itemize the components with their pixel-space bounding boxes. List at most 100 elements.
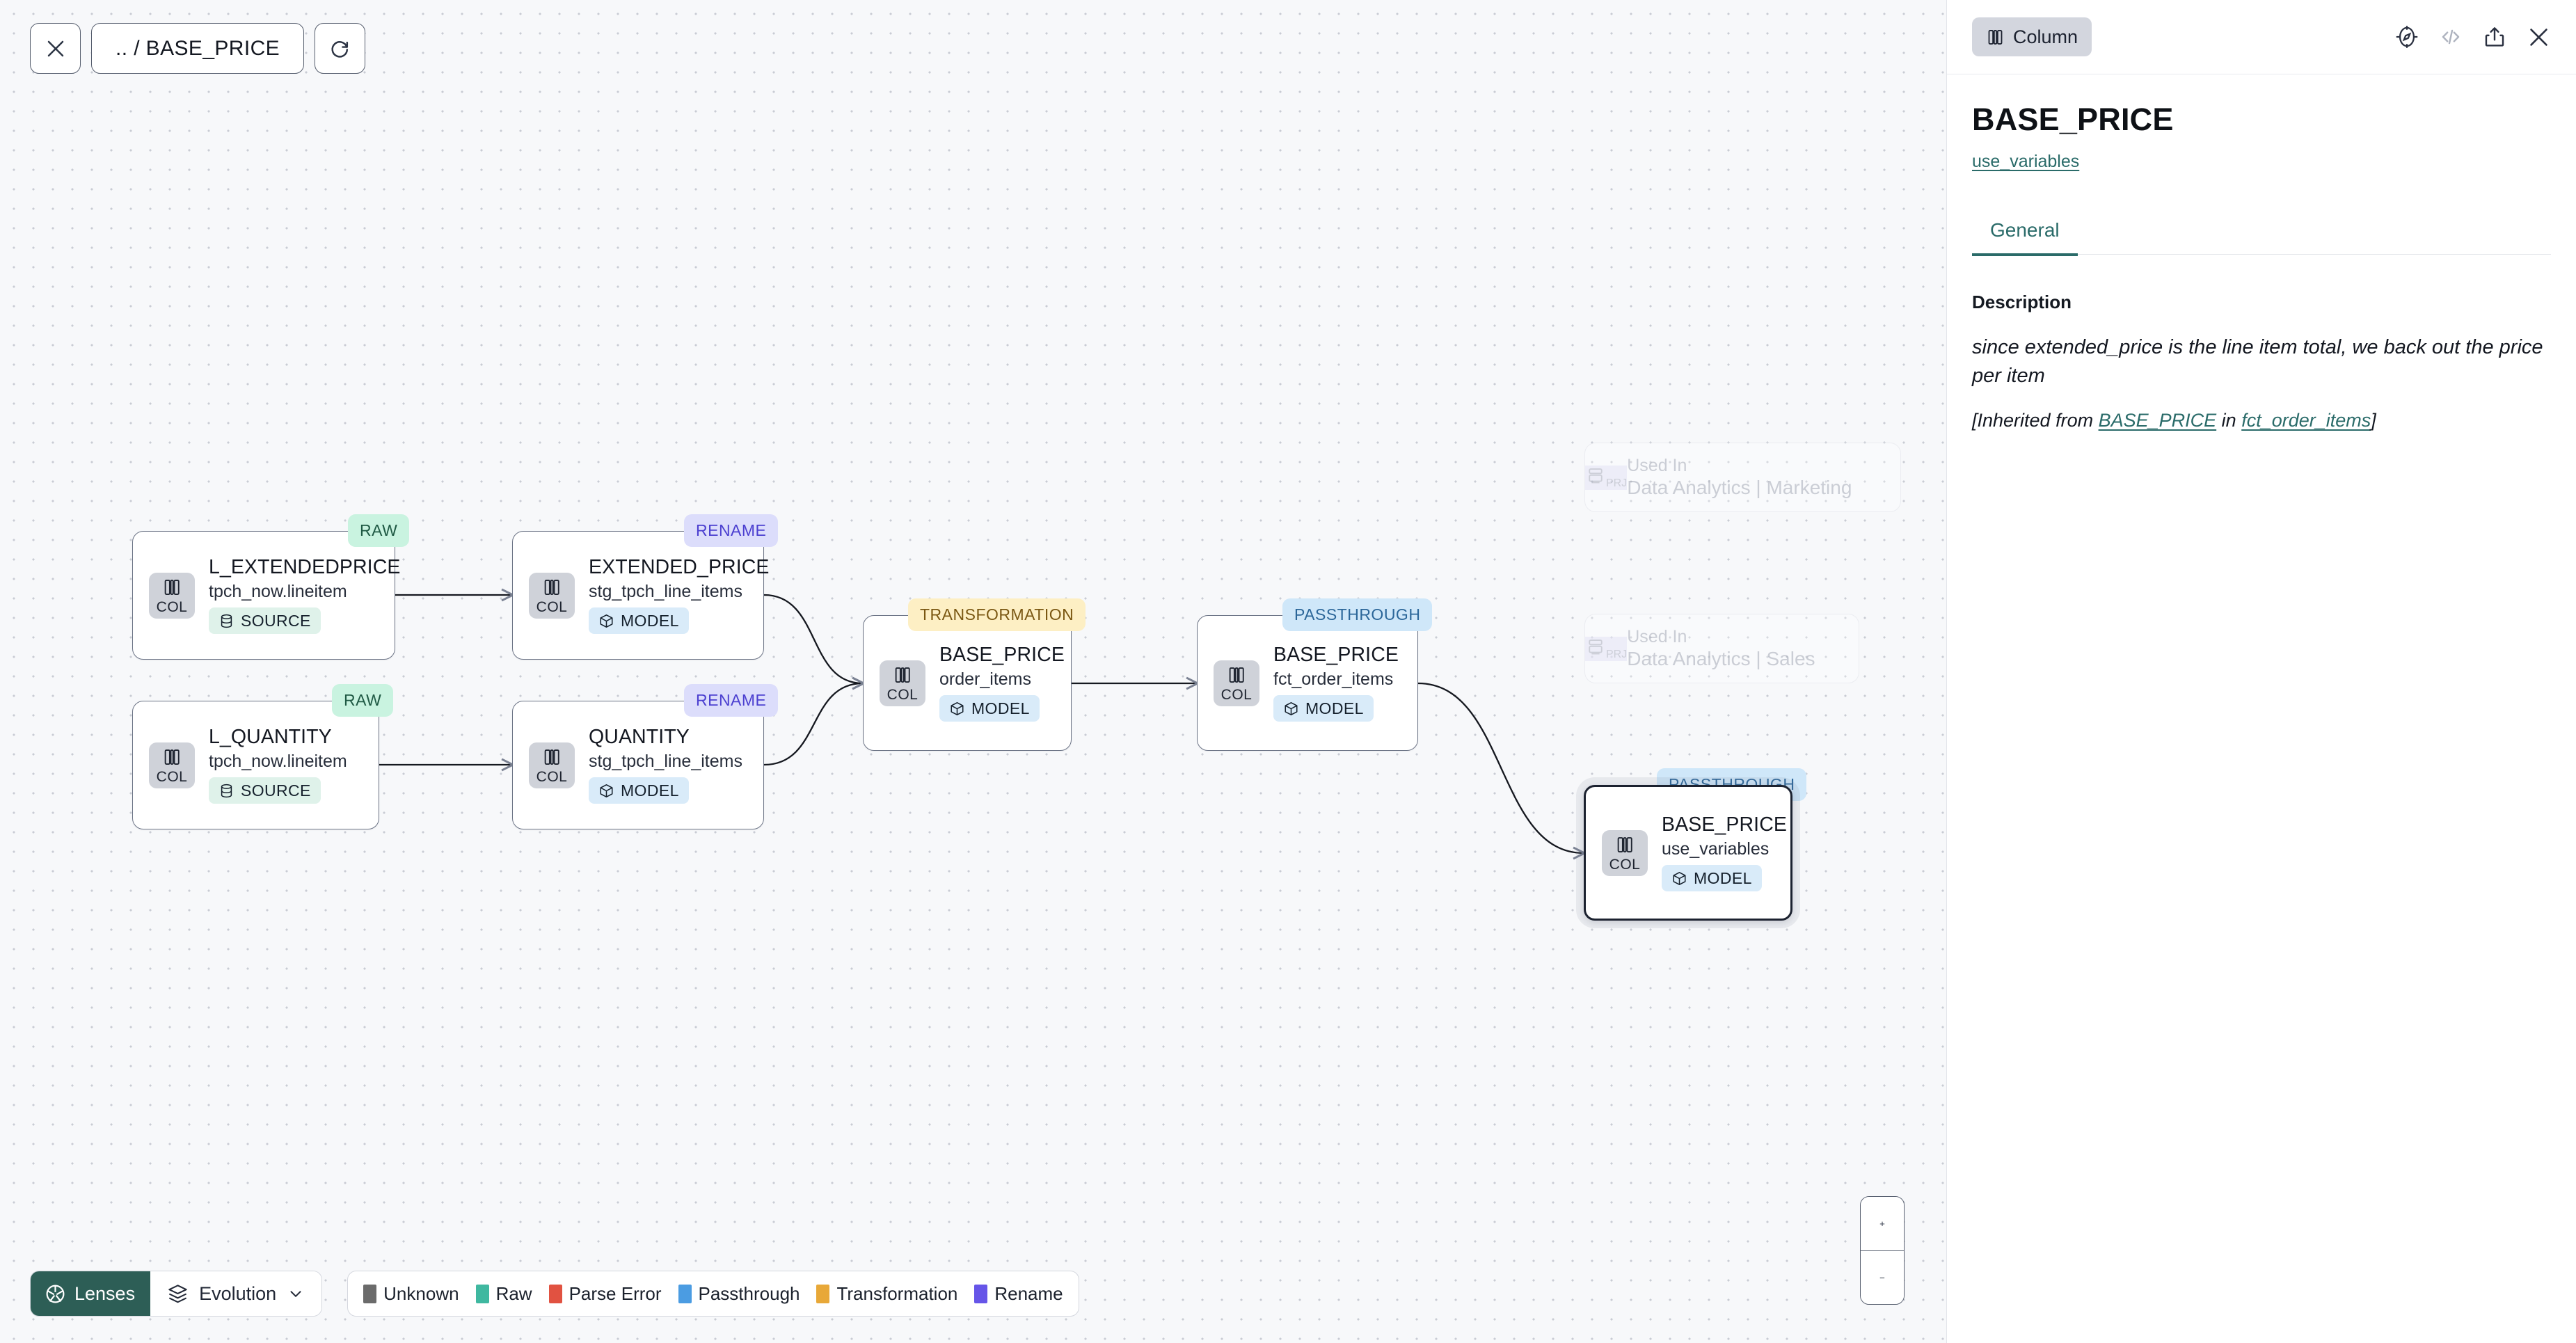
legend-item[interactable]: Parse Error — [548, 1282, 662, 1305]
inherited-prefix: [Inherited from — [1972, 410, 2099, 431]
node-lineage-tag: RAW — [348, 514, 410, 547]
entity-kind-label: COL — [156, 598, 188, 615]
entity-kind-badge: COL — [149, 742, 195, 788]
close-panel-button[interactable] — [2527, 25, 2551, 49]
legend-label: Rename — [994, 1282, 1063, 1304]
entity-kind-label: PRJ — [1606, 648, 1628, 660]
entity-kind-badge: COL — [1602, 829, 1648, 876]
inherited-model-link[interactable]: fct_order_items — [2241, 410, 2371, 431]
column-icon — [1617, 836, 1632, 852]
project-stack-icon — [1589, 468, 1603, 483]
edge — [1417, 682, 1584, 853]
node-lineage-tag: RAW — [332, 684, 394, 717]
used-in-project: Data Analytics | Sales — [1627, 648, 1815, 670]
column-icon — [544, 579, 559, 595]
entity-kind-label: COL — [536, 598, 568, 615]
legend-item[interactable]: Rename — [974, 1283, 1063, 1305]
tab-general[interactable]: General — [1972, 219, 2078, 256]
details-panel-body: BASE_PRICE use_variables General Descrip… — [1947, 74, 2576, 431]
node-table-name: tpch_now.lineitem — [209, 582, 347, 602]
evolution-dropdown[interactable]: Evolution — [150, 1271, 322, 1316]
inherited-note: [Inherited from BASE_PRICE in fct_order_… — [1972, 410, 2551, 431]
node-table-name: fct_order_items — [1273, 669, 1394, 690]
inherited-column-link[interactable]: BASE_PRICE — [2098, 410, 2217, 431]
column-icon — [895, 667, 910, 683]
view-code-button[interactable] — [2439, 25, 2463, 49]
zoom-out-button[interactable]: − — [1861, 1250, 1904, 1304]
node-type-chip-label: MODEL — [621, 781, 679, 800]
legend-item[interactable]: Raw — [475, 1283, 532, 1305]
node-column-name: QUANTITY — [589, 725, 690, 748]
legend-item[interactable]: Transformation — [816, 1283, 957, 1305]
share-button[interactable] — [2483, 25, 2506, 49]
legend-swatch — [475, 1284, 489, 1303]
close-button[interactable] — [30, 23, 81, 74]
node-lineage-tag: RENAME — [684, 684, 779, 717]
node-type-chip: MODEL — [1273, 695, 1374, 722]
details-panel: Column — [1946, 0, 2576, 1343]
legend-label: Passthrough — [698, 1282, 800, 1304]
details-panel-header: Column — [1947, 0, 2576, 74]
legend-swatch — [678, 1284, 692, 1303]
edge — [763, 683, 863, 766]
legend-swatch — [363, 1284, 377, 1303]
cube-icon — [600, 784, 613, 797]
node-column-name: BASE_PRICE — [1662, 813, 1787, 836]
node-type-chip-label: MODEL — [621, 611, 679, 630]
node-type-chip-label: MODEL — [1305, 699, 1364, 717]
legend-label: Unknown — [383, 1282, 459, 1304]
code-icon — [2442, 29, 2460, 45]
explore-button[interactable] — [2395, 25, 2419, 49]
description-heading: Description — [1972, 292, 2072, 312]
node-table-name: tpch_now.lineitem — [209, 752, 347, 772]
legend-item[interactable]: Passthrough — [678, 1283, 800, 1305]
node-column-name: L_QUANTITY — [209, 725, 332, 748]
node-table-name: order_items — [939, 669, 1031, 690]
entity-kind-label: COL — [1609, 856, 1641, 873]
node-type-chip: SOURCE — [209, 777, 321, 804]
entity-kind-badge: COL — [529, 742, 575, 788]
inherited-mid: in — [2216, 410, 2242, 431]
lenses-label: Lenses — [74, 1282, 136, 1304]
refresh-button[interactable] — [315, 23, 366, 74]
layers-icon — [168, 1284, 187, 1303]
node-table-name: stg_tpch_line_items — [589, 582, 742, 602]
description-text: since extended_price is the line item to… — [1972, 336, 2543, 388]
column-icon — [1229, 667, 1244, 683]
parent-model-link[interactable]: use_variables — [1972, 151, 2080, 171]
zoom-controls: + − — [1860, 1196, 1905, 1305]
node-table-name: use_variables — [1662, 839, 1770, 859]
zoom-in-button[interactable]: + — [1861, 1197, 1904, 1250]
lineage-canvas[interactable]: .. / BASE_PRICE — [0, 0, 1946, 1343]
share-icon — [2485, 27, 2504, 47]
node-column-name: BASE_PRICE — [939, 643, 1065, 666]
lenses-button[interactable]: Lenses — [31, 1271, 151, 1316]
node-type-chip: SOURCE — [209, 607, 321, 635]
legend-item[interactable]: Unknown — [363, 1283, 459, 1305]
panel-tabs: General — [1972, 219, 2551, 256]
legend-swatch — [816, 1284, 830, 1303]
lens-group: Lenses Evolution — [30, 1271, 323, 1317]
legend-label: Parse Error — [569, 1282, 662, 1304]
breadcrumb[interactable]: .. / BASE_PRICE — [91, 23, 305, 74]
node-lineage-tag: RENAME — [684, 514, 779, 547]
page-title: BASE_PRICE — [1972, 102, 2174, 137]
entity-kind-badge: COL — [880, 660, 925, 706]
chevron-down-icon — [290, 1291, 301, 1297]
node-type-chip-label: MODEL — [971, 699, 1030, 717]
entity-kind-badge: COL — [529, 572, 575, 619]
